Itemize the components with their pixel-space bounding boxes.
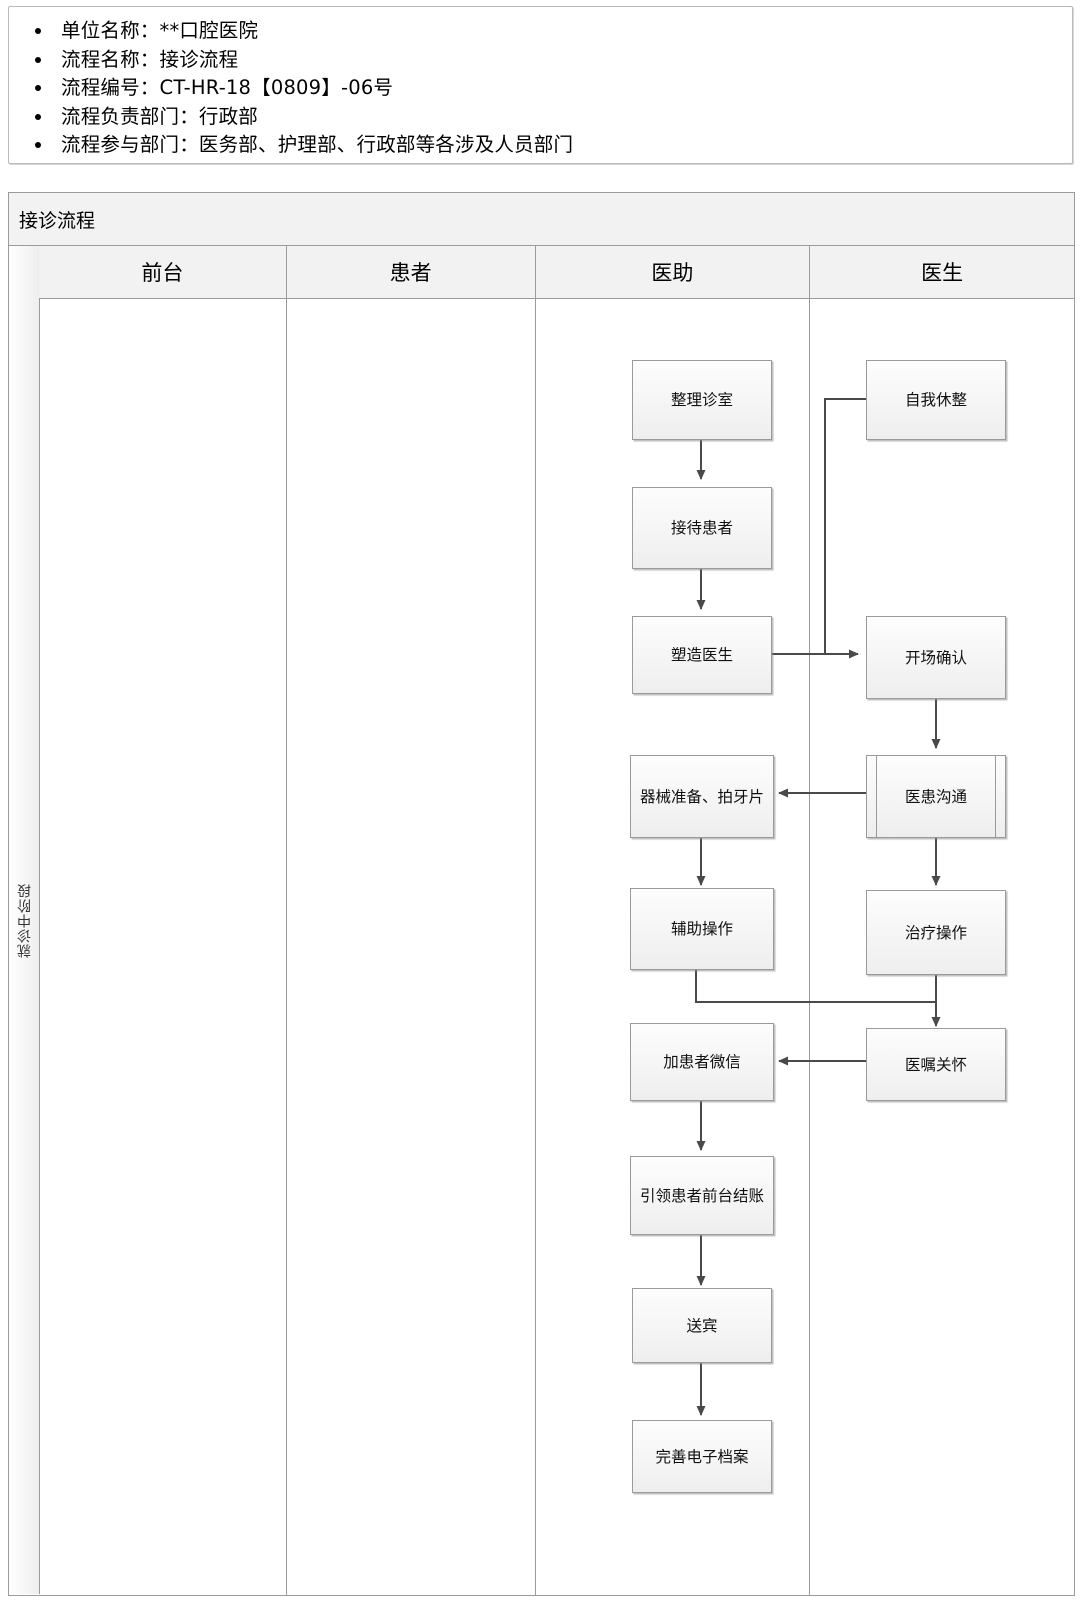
flow-node-label: 整理诊室 (670, 391, 733, 409)
flow-node-complete-record[interactable]: 完善电子档案 (632, 1420, 772, 1493)
role-header-assistant: 医助 (536, 246, 811, 298)
table-title: 接诊流程 (9, 193, 1074, 246)
flow-node-opening-confirm[interactable]: 开场确认 (866, 616, 1006, 699)
flow-node-label: 塑造医生 (670, 646, 733, 664)
stage-column: 就诊中阶段 (10, 246, 40, 1594)
flow-node-label: 加患者微信 (663, 1053, 741, 1071)
role-header-frontdesk: 前台 (39, 246, 287, 298)
flow-node-label: 接待患者 (670, 519, 733, 537)
flow-node-add-wechat[interactable]: 加患者微信 (630, 1023, 774, 1101)
flow-node-self-rest[interactable]: 自我休整 (866, 360, 1006, 440)
flow-node-label: 送宾 (686, 1316, 718, 1335)
flow-node-label: 医患沟通 (904, 787, 967, 806)
flow-node-introduce-doctor[interactable]: 塑造医生 (632, 616, 772, 694)
flow-node-receive-patient[interactable]: 接待患者 (632, 487, 772, 569)
flow-node-label: 完善电子档案 (655, 1447, 749, 1466)
info-item-unit: 单位名称：**口腔医院 (35, 17, 1072, 46)
flow-node-treatment[interactable]: 治疗操作 (866, 890, 1006, 975)
process-info-box: 单位名称：**口腔医院 流程名称：接诊流程 流程编号：CT-HR-18【0809… (8, 6, 1073, 164)
info-item-participants: 流程参与部门：医务部、护理部、行政部等各涉及人员部门 (35, 131, 1072, 160)
flow-node-tidy-room[interactable]: 整理诊室 (632, 360, 772, 440)
flow-node-label: 器械准备、拍牙片 (639, 787, 764, 806)
flow-node-guide-checkout[interactable]: 引领患者前台结账 (630, 1156, 774, 1235)
swimlane-body (39, 298, 1074, 1595)
role-header-patient: 患者 (287, 246, 536, 298)
flow-node-label: 医嘱关怀 (904, 1055, 967, 1074)
lane-patient (287, 298, 536, 1595)
stage-label: 就诊中阶段 (16, 882, 33, 958)
flow-node-medical-advice-care[interactable]: 医嘱关怀 (866, 1028, 1006, 1101)
flow-node-instrument-xray[interactable]: 器械准备、拍牙片 (630, 755, 774, 838)
info-item-process-name: 流程名称：接诊流程 (35, 46, 1072, 75)
info-item-owner-dept: 流程负责部门：行政部 (35, 103, 1072, 132)
role-header-doctor: 医生 (921, 261, 964, 285)
process-info-list: 单位名称：**口腔医院 流程名称：接诊流程 流程编号：CT-HR-18【0809… (9, 7, 1072, 160)
flow-node-label: 开场确认 (904, 648, 967, 667)
edge-n5-m5 (695, 970, 936, 1003)
flow-node-see-off[interactable]: 送宾 (632, 1288, 772, 1363)
flow-node-label: 辅助操作 (670, 920, 733, 938)
info-item-process-code: 流程编号：CT-HR-18【0809】-06号 (35, 74, 1072, 103)
flow-node-label: 治疗操作 (904, 923, 967, 942)
flow-node-assist-operation[interactable]: 辅助操作 (630, 888, 774, 970)
role-header-row: 前台 患者 医助 医生 (39, 246, 1074, 299)
edge-m1-m2 (824, 398, 866, 654)
flow-node-doctor-patient-communication[interactable]: 医患沟通 (866, 755, 1006, 838)
lane-frontdesk (39, 298, 287, 1595)
flow-node-label: 自我休整 (904, 391, 967, 409)
flow-node-label: 引领患者前台结账 (639, 1186, 764, 1205)
lane-assistant (536, 298, 811, 1595)
